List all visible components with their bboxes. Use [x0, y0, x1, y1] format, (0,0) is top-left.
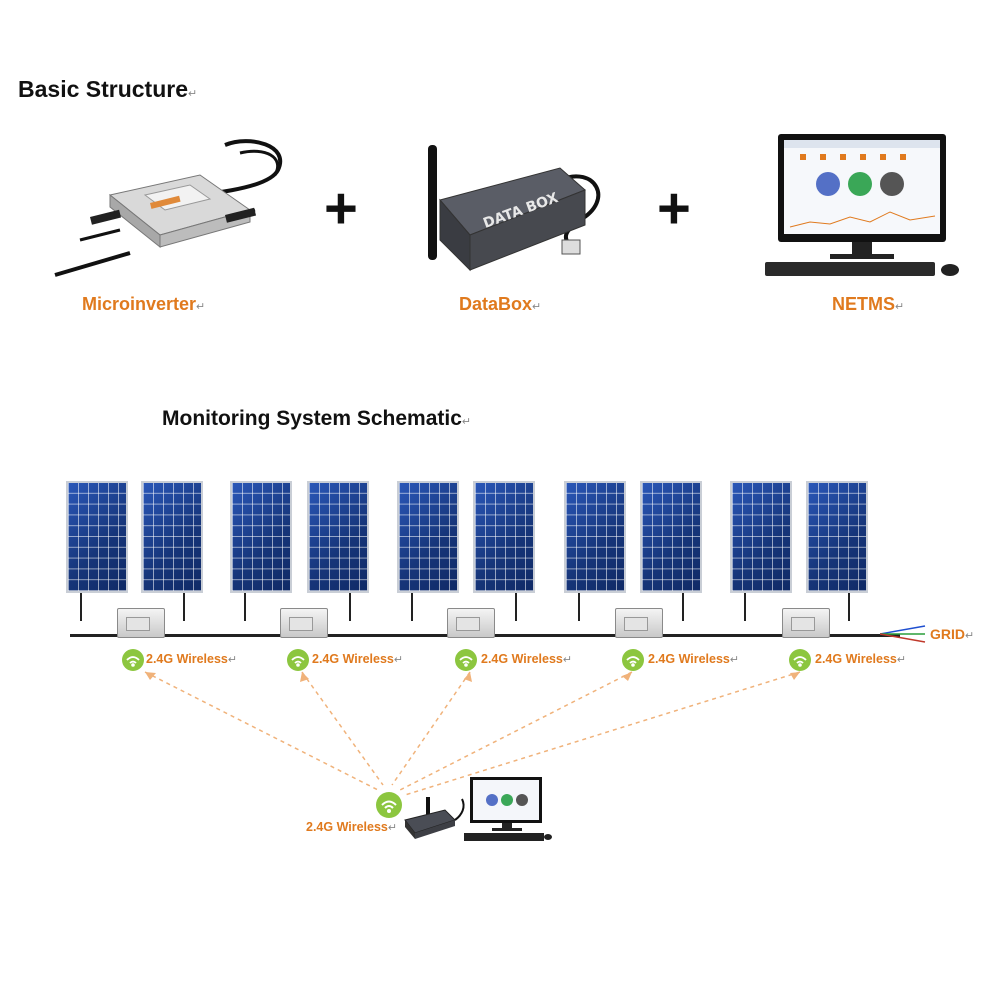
schematic-title: Monitoring System Schematic↵: [162, 407, 472, 430]
microinverter-label: Microinverter↵: [82, 294, 206, 314]
microinverter: [117, 608, 165, 638]
panel-lead: [578, 593, 580, 621]
panel-lead: [349, 593, 351, 621]
databox-wifi-icon: [376, 792, 402, 818]
solar-panel: [397, 481, 459, 593]
wifi-icon: [122, 649, 144, 671]
wireless-label: 2.4G Wireless↵: [146, 652, 238, 666]
panel-lead: [682, 593, 684, 621]
plus-sign-2: +: [657, 176, 691, 241]
wifi-icon: [287, 649, 309, 671]
databox-image: DATA BOX: [428, 145, 601, 272]
wifi-icon: [455, 649, 477, 671]
solar-panel: [66, 481, 128, 593]
netms-small-computer: [464, 777, 552, 841]
databox-wireless-label: 2.4G Wireless↵: [306, 820, 398, 834]
wireless-label: 2.4G Wireless↵: [481, 652, 573, 666]
grid-wires: [880, 625, 926, 643]
panel-lead: [848, 593, 850, 621]
basic-structure-title: Basic Structure↵: [18, 76, 197, 103]
solar-panel: [473, 481, 535, 593]
databox-label: DataBox↵: [459, 294, 542, 314]
return-mark: ↵: [188, 88, 198, 100]
solar-panel: [230, 481, 292, 593]
panel-lead: [244, 593, 246, 621]
wireless-label: 2.4G Wireless↵: [312, 652, 404, 666]
solar-panel: [640, 481, 702, 593]
solar-panel: [141, 481, 203, 593]
plus-sign-1: +: [324, 176, 358, 241]
panel-lead: [183, 593, 185, 621]
wifi-icon: [789, 649, 811, 671]
wireless-label: 2.4G Wireless↵: [815, 652, 907, 666]
panel-lead: [80, 593, 82, 621]
solar-panel: [806, 481, 868, 593]
wireless-label: 2.4G Wireless↵: [648, 652, 740, 666]
microinverter: [782, 608, 830, 638]
solar-panel: [730, 481, 792, 593]
solar-panel: [307, 481, 369, 593]
microinverter: [447, 608, 495, 638]
microinverter: [280, 608, 328, 638]
solar-panel: [564, 481, 626, 593]
wifi-icon: [622, 649, 644, 671]
databox-small-image: [404, 797, 465, 839]
panel-lead: [515, 593, 517, 621]
microinverter-image: [54, 139, 283, 277]
microinverter: [615, 608, 663, 638]
netms-label: NETMS↵: [832, 294, 905, 314]
grid-label: GRID↵: [930, 626, 975, 642]
panel-lead: [744, 593, 746, 621]
computer-image: [765, 134, 959, 276]
panel-lead: [411, 593, 413, 621]
basic-structure-title-text: Basic Structure: [18, 76, 189, 102]
